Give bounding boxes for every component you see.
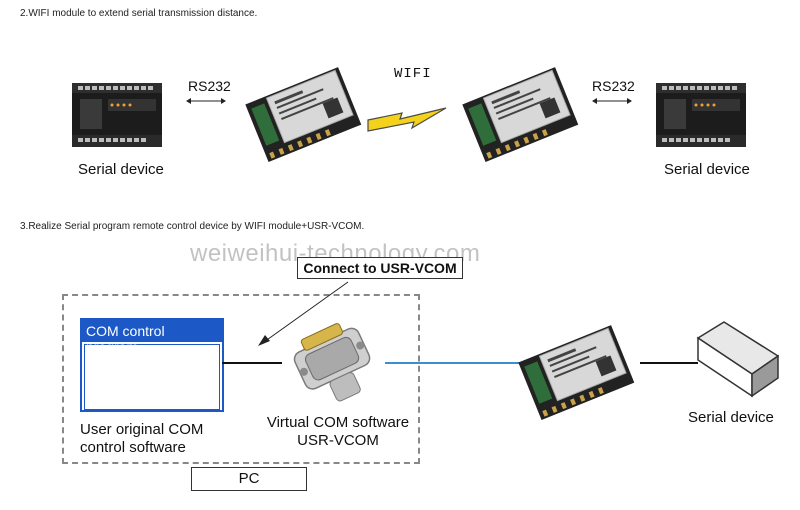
connect-arrow-icon bbox=[258, 281, 349, 346]
com-window-body bbox=[84, 344, 220, 410]
left-plc-device-image bbox=[72, 83, 162, 147]
serial-device-box-icon bbox=[696, 321, 780, 398]
serial-connector-icon bbox=[293, 323, 371, 402]
network-cable-line bbox=[385, 362, 525, 364]
user-software-line1: User original COM bbox=[80, 421, 204, 438]
vcom-line1: Virtual COM software bbox=[266, 414, 410, 431]
left-serial-device-label: Serial device bbox=[78, 161, 164, 178]
right-serial-device-label: Serial device bbox=[664, 161, 750, 178]
pc-label: PC bbox=[238, 470, 260, 487]
com-to-vcom-line bbox=[222, 362, 282, 364]
bottom-wifi-module-image bbox=[518, 325, 635, 421]
connect-to-vcom-box: Connect to USR-VCOM bbox=[297, 257, 463, 279]
right-bidirectional-arrow-icon bbox=[592, 98, 632, 104]
wifi-label: WIFI bbox=[394, 66, 432, 82]
com-control-program-window: COM control program bbox=[80, 318, 224, 412]
connect-to-vcom-label: Connect to USR-VCOM bbox=[303, 260, 457, 276]
left-bidirectional-arrow-icon bbox=[186, 98, 226, 104]
right-rs232-label: RS232 bbox=[592, 78, 635, 94]
right-wifi-module-image bbox=[462, 67, 579, 163]
com-window-title: COM control program bbox=[82, 320, 222, 355]
right-plc-device-image bbox=[656, 83, 746, 147]
section2-caption: 3.Realize Serial program remote control … bbox=[20, 221, 365, 232]
vcom-caption: Virtual COM software USR-VCOM bbox=[248, 414, 428, 450]
pc-boundary bbox=[62, 294, 420, 464]
user-software-line2: control software bbox=[80, 439, 186, 456]
left-wifi-module-image bbox=[245, 67, 362, 163]
vcom-line2: USR-VCOM bbox=[297, 432, 379, 449]
wireless-lightning-icon bbox=[367, 107, 447, 132]
module-to-device-line bbox=[640, 362, 698, 364]
bottom-serial-device-label: Serial device bbox=[688, 409, 774, 426]
pc-label-box: PC bbox=[191, 467, 307, 491]
user-software-caption: User original COM control software bbox=[80, 421, 203, 457]
section1-caption: 2.WIFI module to extend serial transmiss… bbox=[20, 8, 258, 19]
left-rs232-label: RS232 bbox=[188, 78, 231, 94]
